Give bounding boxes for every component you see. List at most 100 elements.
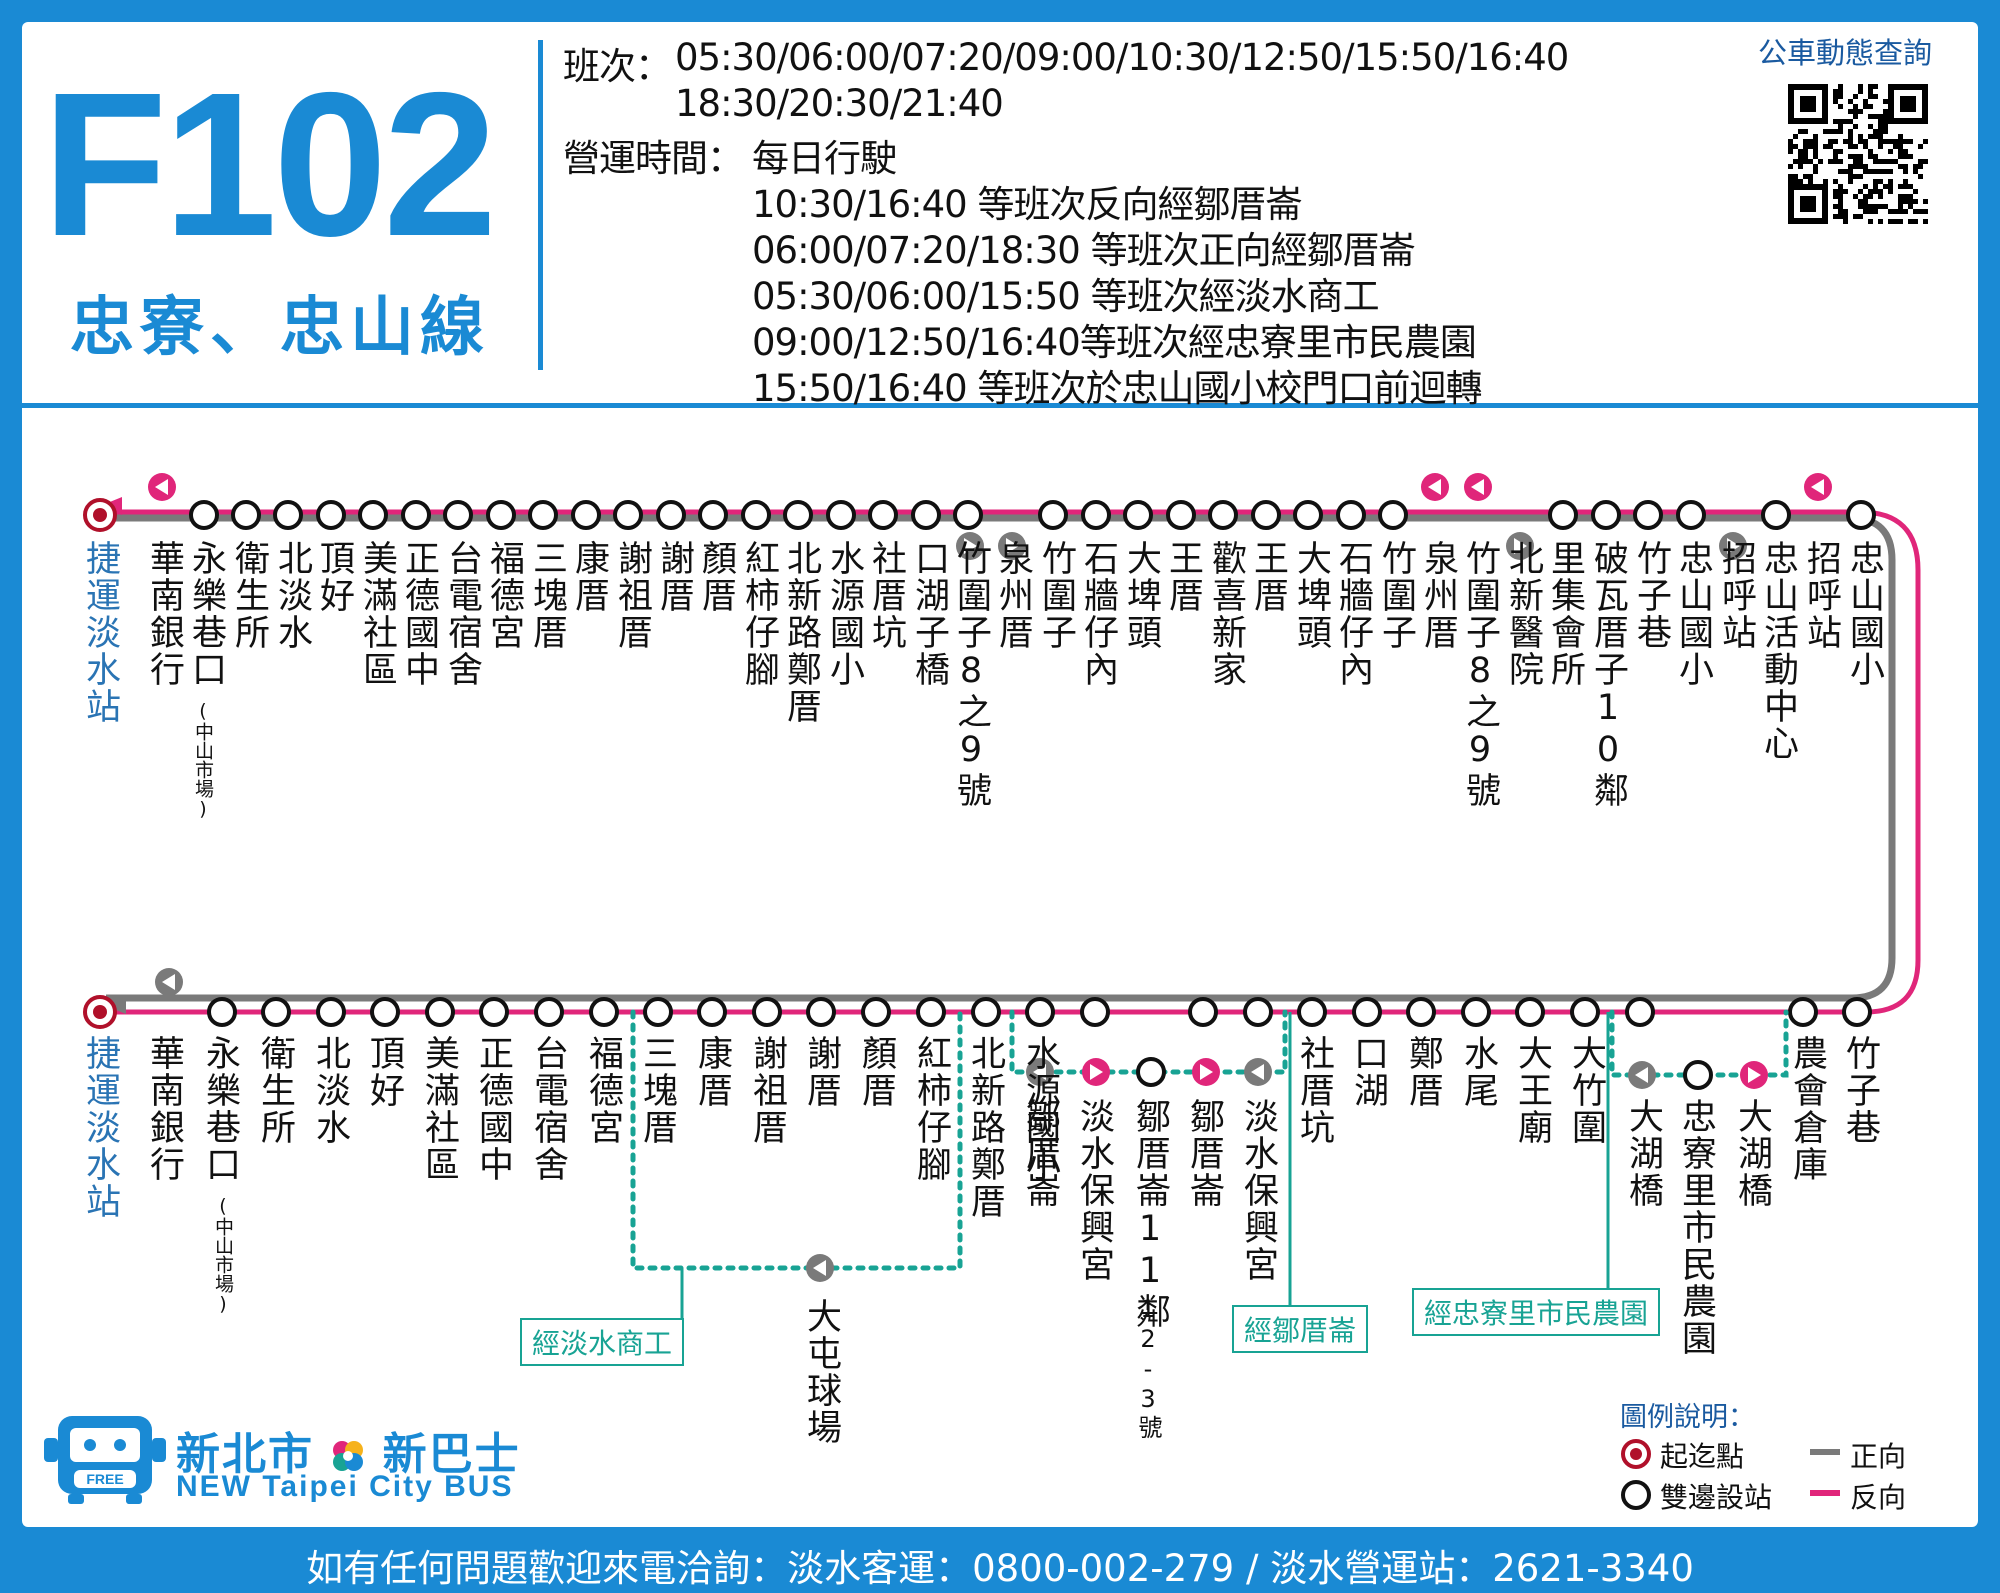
top-stop-label-36: 忠山國小 — [1673, 540, 1713, 688]
bottom-stop-18 — [1243, 997, 1273, 1027]
top-terminal-marker-core — [93, 508, 107, 522]
bottom-stop-label-23: 口湖 — [1348, 1035, 1388, 1109]
bottom-stop-label-18: 淡水保興宮 — [1074, 1098, 1114, 1283]
top-stop-label-17: 社厝坑 — [866, 540, 906, 651]
bottom-terminal-marker-core — [93, 1005, 107, 1019]
schedule-note-3: 05:30/06:00/15:50 等班次經淡水商工 — [752, 275, 1380, 318]
top-stop-19 — [1038, 500, 1068, 530]
farm-detour-arrow-2-glyph — [1748, 1067, 1761, 1083]
top-stop-20 — [1081, 500, 1111, 530]
top-stop-26 — [1336, 500, 1366, 530]
top-stop-10 — [613, 500, 643, 530]
top-stop-22 — [1166, 500, 1196, 530]
bottom-stop-8 — [643, 997, 673, 1027]
top-stop-label-0: 華南銀行 — [144, 540, 184, 688]
footer-contact: 如有任何問題歡迎來電洽詢：淡水客運：0800-002-279 / 淡水營運站：2… — [306, 1547, 1694, 1590]
bottom-stop-27 — [1842, 997, 1872, 1027]
bottom-stop-label-4: 頂好 — [364, 1035, 404, 1109]
top-terminal-label: 捷運淡水站 — [80, 540, 120, 725]
route-name: 忠寮、忠山線 — [70, 291, 490, 365]
bottom-stop-label-0: 華南銀行 — [144, 1035, 184, 1183]
legend-lines — [1810, 1449, 1840, 1496]
top-forward-arrow-3-glyph — [1514, 538, 1527, 554]
top-reverse-arrow-1-glyph — [155, 479, 168, 495]
top-stop-5 — [401, 500, 431, 530]
bottom-stop-label-10: 康厝 — [692, 1035, 732, 1109]
bottom-stop-14 — [971, 997, 1001, 1027]
top-stop-18 — [953, 500, 983, 530]
bottom-forward-arrow-glyph — [162, 974, 175, 990]
bottom-stop-5 — [479, 997, 509, 1027]
top-stop-label-33: 里集會所 — [1545, 540, 1585, 688]
top-forward-arrow-2-glyph — [1006, 538, 1019, 554]
bottom-stop-label-12: 謝厝 — [801, 1035, 841, 1109]
bottom-stop-label-2: 衛生所 — [255, 1035, 295, 1146]
logo-chinese: 新北市 新巴士 — [176, 1418, 521, 1482]
top-stop-label-32: 北新醫院 — [1503, 540, 1543, 688]
bottom-stop-17 — [1188, 997, 1218, 1027]
top-stop-label-31: 竹圍子8之9號 — [1460, 540, 1500, 809]
schedule-note-5: 15:50/16:40 等班次於忠山國小校門口前迴轉 — [752, 367, 1482, 410]
bottom-branch-stop-label: 大屯球場 — [801, 1298, 841, 1446]
box-zou: 經鄒厝崙 — [1232, 1305, 1369, 1353]
qr-code[interactable] — [1788, 84, 1928, 224]
bottom-stop-9 — [697, 997, 727, 1027]
bottom-stop-label-25: 水尾 — [1458, 1035, 1498, 1109]
bottom-stop-3 — [370, 997, 400, 1027]
top-stop-label-37: 招呼站 — [1716, 540, 1756, 651]
top-stop-25 — [1293, 500, 1323, 530]
top-stop-11 — [656, 500, 686, 530]
logo-english: NEW Taipei City BUS — [176, 1470, 514, 1503]
reverse-route-line — [100, 509, 1921, 1015]
top-stop-2 — [273, 500, 303, 530]
bottom-stop-label-19: 鄒厝崙11鄰 — [1130, 1098, 1170, 1330]
top-stop-33 — [1846, 500, 1876, 530]
top-stop-label-9: 三塊厝 — [527, 540, 567, 651]
bottom-stop-16 — [1080, 997, 1110, 1027]
legend-reverse-line — [1810, 1490, 1840, 1496]
route-map-card — [22, 22, 1978, 1527]
top-stop-label-16: 水源國小 — [824, 540, 864, 688]
farm-detour-arrow-1-glyph — [1635, 1067, 1648, 1083]
schedule-line-1: 05:30/06:00/07:20/09:00/10:30/12:50/15:5… — [675, 36, 1569, 79]
top-stop-label-2: 衛生所 — [229, 540, 269, 651]
top-stop-30 — [1633, 500, 1663, 530]
zou-detour-arrow-2-glyph — [1090, 1064, 1103, 1080]
legend-forward-line — [1810, 1449, 1840, 1455]
top-stop-1 — [231, 500, 261, 530]
top-stop-label-28: 石牆仔內 — [1333, 540, 1373, 688]
schedule-note-2: 06:00/07:20/18:30 等班次正向經鄒厝崙 — [752, 229, 1416, 272]
qr-label: 公車動態查詢 — [1758, 36, 1933, 70]
top-stop-27 — [1378, 500, 1408, 530]
operation-value: 每日行駛 — [752, 137, 897, 180]
schedule-note-4: 09:00/12:50/16:40等班次經忠寮里市民農園 — [752, 321, 1477, 364]
bottom-stop-2 — [316, 997, 346, 1027]
top-stop-label-8: 福德宮 — [484, 540, 524, 651]
top-reverse-arrow-3-glyph — [1471, 479, 1484, 495]
top-stop-0 — [189, 500, 219, 530]
top-forward-arrow-1-glyph — [964, 538, 977, 554]
top-stop-14 — [783, 500, 813, 530]
bottom-stop-label-9: 三塊厝 — [637, 1035, 677, 1146]
top-stop-label-23: 大埤頭 — [1121, 540, 1161, 651]
bottom-stop-15 — [1025, 997, 1055, 1027]
bottom-stop-label-8: 福德宮 — [583, 1035, 623, 1146]
top-stop-label-24: 王厝 — [1163, 540, 1203, 614]
bus-logo-icon: FREE — [44, 1416, 166, 1504]
bottom-stop-21 — [1406, 997, 1436, 1027]
zou-detour-arrow-4-glyph — [1251, 1064, 1264, 1080]
top-stop-label-20: 泉州厝 — [993, 540, 1033, 651]
bottom-stop-6 — [534, 997, 564, 1027]
bottom-stop-label-3: 北淡水 — [310, 1035, 350, 1146]
legend-stop-icon — [1621, 1480, 1651, 1510]
top-stop-label-19: 竹圍子8之9號 — [951, 540, 991, 809]
bottom-stop-label-27: 大竹圍 — [1566, 1035, 1606, 1146]
top-stop-8 — [528, 500, 558, 530]
top-stop-label-39: 招呼站 — [1801, 540, 1841, 651]
legend-title: 圖例說明： — [1620, 1402, 1755, 1433]
top-stop-32 — [1761, 500, 1791, 530]
schedule-label: 班次： — [563, 45, 672, 88]
bottom-stop-label-1: 永樂巷口 — [200, 1035, 240, 1183]
legend-both-label: 雙邊設站 — [1660, 1481, 1773, 1514]
